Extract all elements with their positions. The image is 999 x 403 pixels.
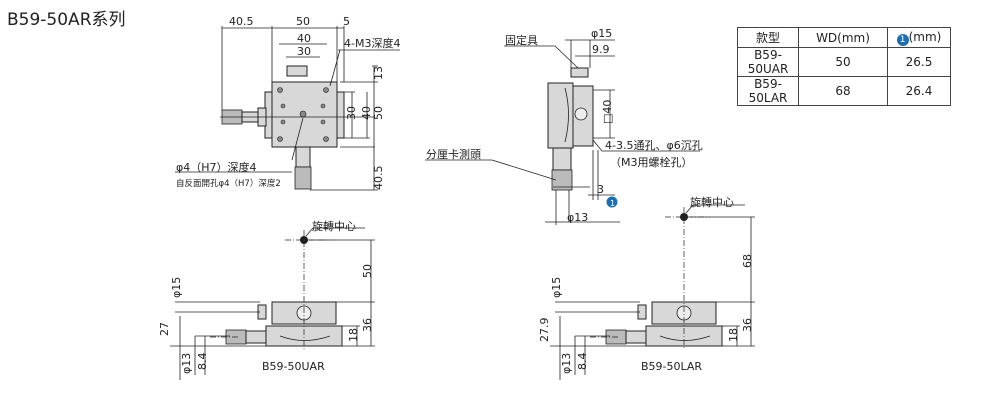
side-block [336,91,345,139]
dim-18: 18 [727,328,740,342]
header-wd: WD(mm) [798,27,888,48]
clamp-knob [286,65,308,77]
micrometer-barrel [552,147,572,171]
center-hole [574,107,588,121]
dim-40-right: 40 [360,106,373,120]
model-label: B59-50UAR [262,360,325,373]
dim-phi13: φ13 [560,353,573,374]
model-label: B59-50LAR [641,360,702,373]
dim-40: 40 [297,32,311,45]
table-header-row: 款型 WD(mm) 1(mm) [737,27,951,48]
top-view: 40.5 50 5 40 30 4-M3深度4 13 30 40 50 40.5… [175,15,400,191]
screw-holes [277,87,329,142]
micrometer-barrel [295,146,311,168]
header-dim1-unit: (mm) [908,29,942,44]
note-pin-hole: φ4（H7）深度4 [176,160,257,174]
dim-phi13: φ13 [567,211,588,224]
dim-13: 13 [372,66,385,80]
dim-30: 30 [297,45,311,58]
dim-8.4: 8.4 [576,353,589,371]
dim-5: 5 [343,15,350,28]
dim-40.5: 40.5 [229,15,254,28]
stage-body-side [547,82,574,149]
page-title: B59-50AR系列 [7,10,126,30]
dim-40.5-right: 40.5 [372,166,385,191]
micrometer-thimble [294,166,312,190]
cell-val: 26.4 [887,76,951,106]
micrometer-thimble [551,169,573,191]
dim-18: 18 [347,328,360,342]
header-dim1: 1(mm) [887,27,951,48]
micrometer-barrel [245,330,267,344]
micrometer-barrel [625,330,647,344]
label-micrometer: 分厘卡測頭 [426,147,481,161]
dim-36: 36 [361,318,374,332]
label-rotation-center: 旋轉中心 [312,219,356,233]
badge-1-text: 1 [610,199,615,208]
dim-9.9: 9.9 [592,43,610,56]
dim-8.4: 8.4 [196,353,209,371]
dim-phi13: φ13 [180,353,193,374]
angle-scale [659,335,711,341]
dim-30-right: 30 [345,106,358,120]
dim-3: 3 [597,183,604,196]
label-rotation-center: 旋轉中心 [690,195,734,209]
dim-phi15: φ15 [170,277,183,298]
dim-phi15: φ15 [591,27,612,40]
note-pin-hole-back: 自反面開孔φ4（H7）深度2 [176,178,281,189]
dim-27: 27 [158,322,171,336]
dim-wd: 68 [741,254,754,268]
spec-table: 款型 WD(mm) 1(mm) B59-50UAR 50 26.5 B59-50… [737,27,951,106]
table-row: B59-50LAR 68 26.4 [737,76,951,106]
angle-scale [279,335,331,341]
dim-36: 36 [741,318,754,332]
dim-50: 50 [296,15,310,28]
note-bolt-holes: （M3用螺栓孔） [610,155,693,169]
front-view-uar: 旋轉中心 50 36 18 φ15 27 φ13 8.4 B59-50UAR [158,219,375,380]
angle-scale [564,87,569,143]
dim-50-right: 50 [372,106,385,120]
front-view-lar: 旋轉中心 68 36 18 φ15 27.9 φ13 8.4 B59-50LAR [538,195,755,380]
note-tap-holes: 4-M3深度4 [344,36,400,50]
dim-phi15: φ15 [550,277,563,298]
side-view: 固定具 φ15 9.9 □40 4-3.5通孔、φ6沉孔 （M3用螺栓孔） 分厘… [425,27,703,225]
dim-square-40: □40 [601,100,614,124]
badge-1-icon [606,196,618,208]
dim-27.9: 27.9 [538,318,551,343]
clamp-knob [570,67,589,78]
dim-wd: 50 [361,264,374,278]
label-fixer: 固定具 [505,33,538,47]
badge-1-icon: 1 [896,33,909,46]
cell-wd: 68 [798,76,888,106]
cell-val: 26.5 [887,47,951,77]
cell-model: B59-50UAR [737,47,799,77]
note-through-holes: 4-3.5通孔、φ6沉孔 [605,139,703,152]
